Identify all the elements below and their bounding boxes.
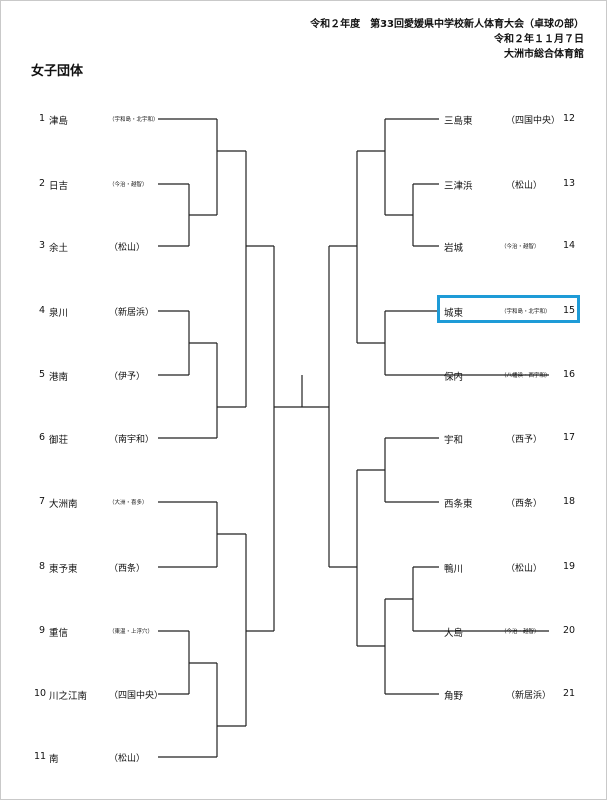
- tournament-venue: 大洲市総合体育館: [504, 49, 584, 60]
- team-number: 12: [563, 113, 576, 124]
- team-region: （四国中央）: [109, 691, 164, 701]
- team-region: （南宇和）: [109, 435, 155, 445]
- team-region: （大洲・喜多）: [109, 500, 148, 506]
- team-number: 3: [39, 240, 46, 251]
- team-number: 7: [39, 496, 46, 507]
- team-region: （松山）: [109, 243, 146, 253]
- team-name: 港南: [49, 372, 69, 383]
- team-name: 宇和: [444, 435, 464, 446]
- team-number: 13: [563, 178, 576, 189]
- team-number: 6: [39, 432, 46, 443]
- team-region: （宇和島・北宇和）: [109, 117, 159, 123]
- team-region: （八幡浜・西宇和）: [501, 373, 551, 379]
- team-region: （宇和島・北宇和）: [501, 309, 551, 315]
- team-number: 14: [563, 240, 576, 251]
- team-number: 1: [39, 113, 46, 124]
- team-region: （西予）: [506, 435, 543, 445]
- team-number: 15: [563, 305, 576, 316]
- team-region: （今治・越智）: [501, 629, 540, 635]
- team-number: 21: [563, 688, 576, 699]
- team-number: 8: [39, 561, 46, 572]
- team-number: 11: [34, 751, 47, 762]
- team-name: 三津浜: [444, 181, 473, 192]
- team-region: （新居浜）: [506, 691, 552, 701]
- team-number: 4: [39, 305, 46, 316]
- team-region: （松山）: [506, 564, 543, 574]
- team-number: 5: [39, 369, 46, 380]
- team-name: 余土: [49, 243, 69, 254]
- team-number: 10: [34, 688, 47, 699]
- team-name: 保内: [444, 372, 464, 383]
- team-number: 19: [563, 561, 576, 572]
- team-name: 南: [49, 754, 59, 765]
- team-region: （西条）: [109, 564, 146, 574]
- highlight-box: [437, 295, 580, 323]
- team-number: 20: [563, 625, 576, 636]
- team-region: （松山）: [506, 181, 543, 191]
- team-region: （新居浜）: [109, 308, 155, 318]
- team-name: 日吉: [49, 181, 69, 192]
- team-number: 9: [39, 625, 46, 636]
- team-region: （四国中央）: [506, 116, 561, 126]
- team-name: 岩城: [444, 243, 464, 254]
- team-number: 17: [563, 432, 576, 443]
- team-number: 16: [563, 369, 576, 380]
- team-name: 泉川: [49, 308, 69, 319]
- team-name: 東予東: [49, 564, 78, 575]
- team-region: （今治・越智）: [501, 244, 540, 250]
- team-name: 御荘: [49, 435, 69, 446]
- team-name: 重信: [49, 628, 69, 639]
- team-region: （西条）: [506, 499, 543, 509]
- team-region: （東温・上浮穴）: [109, 629, 154, 635]
- team-name: 津島: [49, 116, 69, 127]
- team-name: 城東: [444, 308, 464, 319]
- team-name: 大洲南: [49, 499, 78, 510]
- team-name: 川之江南: [49, 691, 88, 702]
- team-name: 西条東: [444, 499, 473, 510]
- division-title: 女子団体: [31, 64, 84, 79]
- tournament-title: 令和２年度 第33回愛媛県中学校新人体育大会（卓球の部）: [310, 19, 584, 30]
- team-region: （松山）: [109, 754, 146, 764]
- team-name: 大島: [444, 628, 464, 639]
- team-number: 18: [563, 496, 576, 507]
- tournament-date: 令和２年１１月７日: [494, 34, 584, 45]
- team-name: 鴨川: [444, 564, 464, 575]
- team-name: 角野: [444, 691, 464, 702]
- team-name: 三島東: [444, 116, 473, 127]
- team-number: 2: [39, 178, 46, 189]
- team-region: （今治・越智）: [109, 182, 148, 188]
- team-region: （伊予）: [109, 372, 146, 382]
